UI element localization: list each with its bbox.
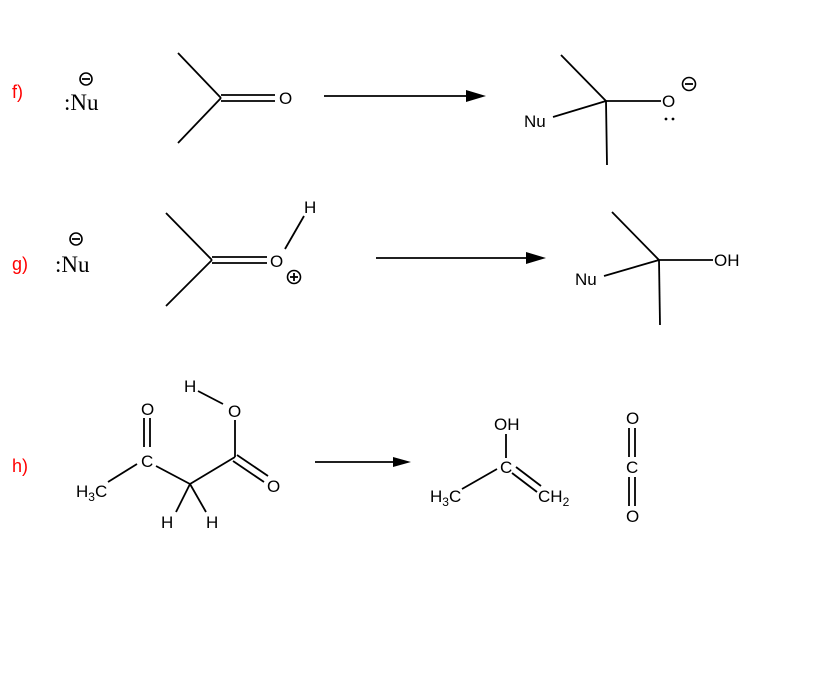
problem-label-f: f) xyxy=(12,82,23,102)
acid-oxygen: O xyxy=(228,402,241,421)
oxygen-atom: O xyxy=(270,252,283,271)
reaction-arrow-f xyxy=(324,90,486,102)
problem-label-h: h) xyxy=(12,456,28,476)
carbon-dioxide-product: O C O xyxy=(626,409,639,526)
reaction-arrow-g xyxy=(376,252,546,264)
oxygen-atom: O xyxy=(662,92,675,111)
methyl-group: H3C xyxy=(76,482,107,504)
nu-group: Nu xyxy=(575,270,597,289)
enol-product: OH C H3C CH2 xyxy=(430,415,570,509)
hydroxyl-group: OH xyxy=(494,415,520,434)
hydrogen-atom: H xyxy=(161,513,173,532)
carbonyl-oxygen: O xyxy=(267,477,280,496)
hydroxyl-group: OH xyxy=(714,251,740,270)
ketone-oxygen: O xyxy=(141,400,154,419)
carbon-atom: C xyxy=(626,458,638,477)
oxygen-atom: O xyxy=(626,507,639,526)
nucleophile-g: :Nu xyxy=(55,232,90,277)
negative-charge-icon xyxy=(681,76,697,92)
problem-f: f) :Nu O Nu O xyxy=(12,52,697,166)
methylene-group: CH2 xyxy=(538,487,570,509)
nucleophile-text: :Nu xyxy=(55,252,90,277)
alcohol-product-g: Nu OH xyxy=(575,211,740,326)
alkoxide-product-f: Nu O xyxy=(524,54,697,166)
hydrogen-atom: H xyxy=(206,513,218,532)
ketone-carbon: C xyxy=(141,452,153,471)
methyl-group: H3C xyxy=(430,487,461,509)
hydrogen-atom: H xyxy=(304,198,316,217)
protonated-acetone-reactant-g: O H xyxy=(165,198,316,307)
acetoacetic-acid-reactant: H3C C O H H O H O xyxy=(76,377,280,532)
enol-carbon: C xyxy=(500,458,512,477)
nu-group: Nu xyxy=(524,112,546,131)
problem-h: h) H3C C O H H O H O OH xyxy=(12,377,639,532)
reaction-arrow-h xyxy=(315,457,411,467)
nucleophile-text: :Nu xyxy=(64,90,99,115)
nucleophile-f: :Nu xyxy=(64,72,99,115)
oxygen-atom: O xyxy=(279,89,292,108)
oxygen-atom: O xyxy=(626,409,639,428)
positive-charge-icon xyxy=(286,269,302,285)
problem-g: g) :Nu O H xyxy=(12,198,740,326)
problem-label-g: g) xyxy=(12,254,28,274)
lone-pair-dots xyxy=(664,117,675,121)
acetone-reactant-f: O xyxy=(177,52,292,144)
negative-charge-icon xyxy=(79,72,93,86)
acid-hydrogen: H xyxy=(184,377,196,396)
negative-charge-icon xyxy=(69,232,83,246)
